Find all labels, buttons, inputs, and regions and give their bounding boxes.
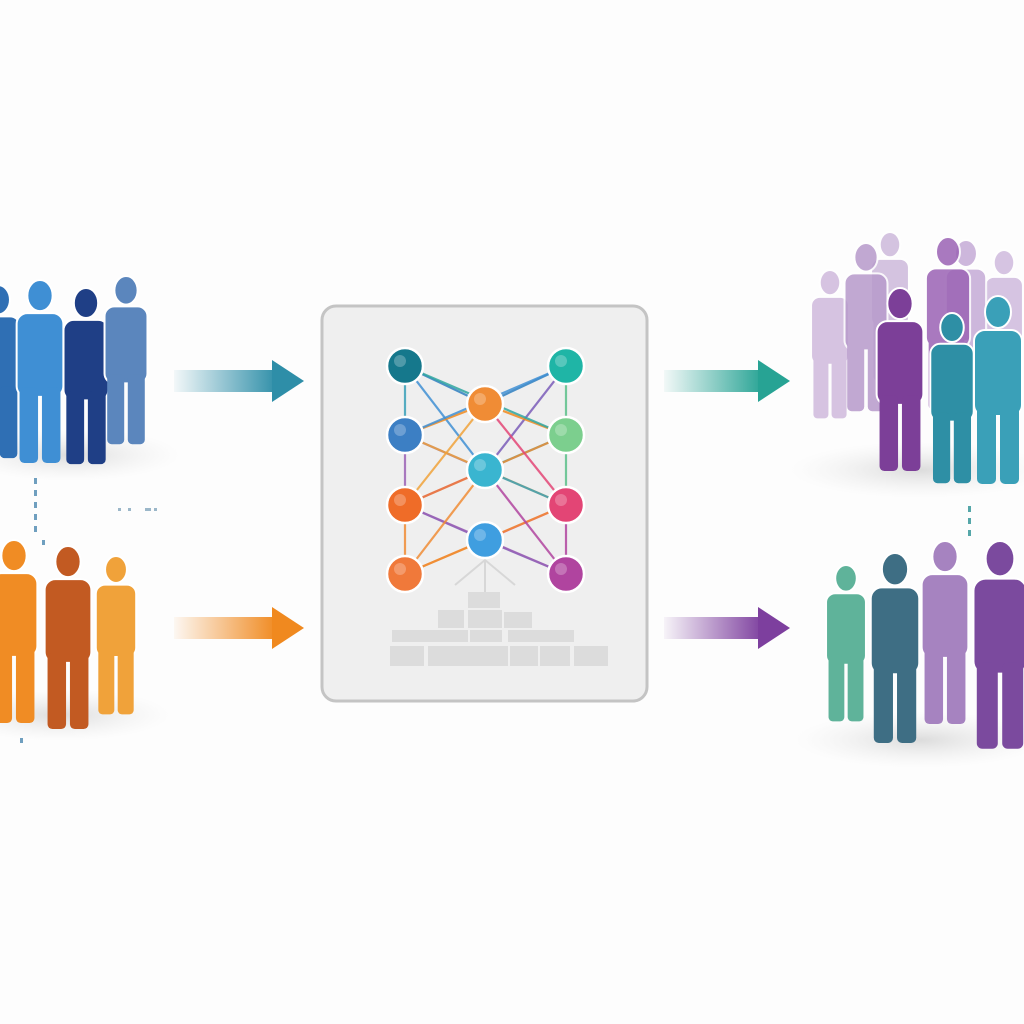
network-node [385,485,425,525]
output-group-bottom [825,540,1024,749]
network-node [385,554,425,594]
node-highlight [394,563,406,575]
person-figure [94,555,138,715]
network-node [546,415,586,455]
network-node [546,554,586,594]
arrow-top-left [174,360,304,402]
node-highlight [474,393,486,405]
dotted-connector [968,506,971,536]
node-highlight [474,529,486,541]
network-edge [484,469,567,575]
network-node [385,346,425,386]
node-highlight [555,355,567,367]
arrow-bottom-right [664,607,790,649]
arrow-top-right [664,360,790,402]
node-highlight [394,355,406,367]
person-figure [920,540,970,725]
node-highlight [555,563,567,575]
person-figure [810,269,850,419]
model-panel [320,304,649,703]
person-figure [825,564,867,722]
person-figure [972,540,1024,749]
network-node [465,450,505,490]
network-node [465,520,505,560]
dotted-connector [20,478,45,743]
node-highlight [474,459,486,471]
person-figure [43,545,93,730]
network-edge [404,403,486,506]
person-figure [0,539,39,724]
node-highlight [555,494,567,506]
input-group-top [0,275,149,465]
dotted-connector [118,508,157,511]
data-blocks [390,592,608,666]
network-edge [404,469,486,575]
arrow-bottom-left [174,607,304,649]
network-node [465,384,505,424]
person-figure [62,287,110,465]
network-node [385,415,425,455]
person-figure [875,287,925,472]
node-highlight [394,494,406,506]
node-highlight [555,424,567,436]
person-figure [103,275,149,445]
person-figure [869,552,921,743]
output-group-top [810,231,1024,484]
person-figure [0,284,22,459]
network-edge [484,403,567,506]
network-nodes [385,346,586,594]
input-group-bottom [0,539,138,730]
node-highlight [394,424,406,436]
person-figure [973,295,1023,484]
network-node [546,485,586,525]
network-node [546,346,586,386]
